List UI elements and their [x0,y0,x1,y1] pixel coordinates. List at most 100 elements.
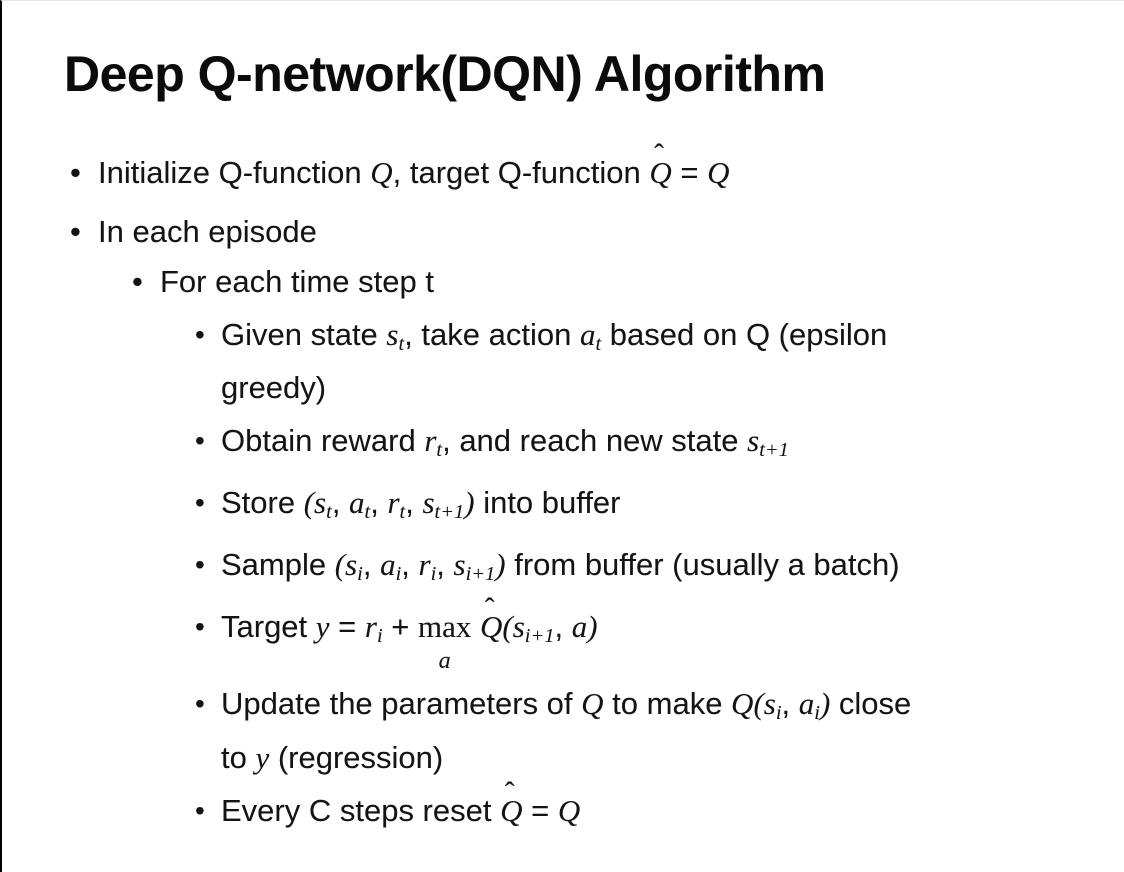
max-word: max [418,609,472,645]
hat-accent: ˆ [484,593,495,626]
math-symbol: s [763,686,776,722]
hat-accent: ˆ [504,776,515,809]
text-run: , target Q-function [392,155,650,190]
text-run: , [370,485,388,521]
math-symbol: ( [502,609,513,645]
math-symbol: s [747,423,760,459]
math-symbol: ) [819,686,831,722]
bullet-item-level-3: • Sample (si, ai, ri, si+1) from buffer (… [195,543,1066,596]
text-run: , [436,547,454,583]
bullet-icon: • [195,487,205,519]
math-symbol: y [255,739,270,775]
text-run: , [554,609,572,645]
text-run: Initialize Q-function [98,155,371,190]
text-run: Given state [221,317,387,352]
text-run: , [405,485,423,521]
math-symbol: ( [303,485,315,521]
bullet-text: For each time step t [160,260,1066,304]
text-run: Obtain reward [221,423,425,459]
math-symbol: ) [464,485,475,521]
text-run: based on Q (epsilon [601,317,888,352]
math-subscript: i [814,702,820,725]
math-symbol: s [345,547,358,583]
bullet-icon: • [195,549,205,581]
math-symbol: s [386,317,399,352]
text-run: Target [221,609,316,645]
math-subscript: t+1 [434,501,465,524]
bullet-icon: • [132,264,143,299]
math-subscript: i [775,702,782,725]
math-subscript: t+1 [759,439,789,462]
text-run: In each episode [98,214,317,249]
bullet-icon: • [195,688,205,720]
text-run: Sample [221,547,335,583]
bullet-icon: • [195,425,205,457]
text-run: , take action [404,317,580,352]
math-symbol: r [418,547,431,583]
bullet-text: Sample (si, ai, ri, si+1) from buffer (u… [221,543,1066,596]
bullet-item-level-2: • For each time step t [132,260,1066,304]
math-symbol: Q [370,155,393,190]
math-subscript: t [399,501,406,524]
math-subscript: t [364,501,371,524]
text-run: + [382,609,418,645]
math-subscript: i [430,563,437,586]
math-subscript: t [398,333,405,356]
bullet-text: Obtain reward rt, and reach new state st… [221,419,1066,472]
bullet-text: In each episode [98,210,1066,254]
bullet-icon: • [70,214,81,249]
text-run: close [830,686,912,722]
bullet-item-level-3: •Store (st, at, rt, st+1) into buffer [195,481,1066,534]
math-symbol: a [571,609,588,645]
math-symbol: ( [753,686,764,722]
math-symbol: r [424,423,437,459]
bullet-list: •Initialize Q-function Q, target Q-funct… [64,140,1066,833]
text-run: greedy) [221,370,327,406]
math-subscript: t [436,439,443,462]
hat-base: Q [480,609,503,645]
math-symbol: r [387,485,400,521]
bullet-icon: • [70,155,81,190]
text-run: (regression) [269,739,444,775]
text-run: Update the parameters of [221,686,582,722]
bullet-text: Update the parameters of Q to make Q(si,… [221,682,1066,779]
text-run: , [362,547,381,583]
math-symbol: s [512,609,525,645]
hat-base: Q [500,792,523,828]
text-run: Store [221,485,304,521]
text-run: = [329,609,365,645]
text-run: , [331,485,350,521]
text-run: = [671,155,708,190]
math-symbol: a [349,485,365,521]
bullet-text: Initialize Q-function Q, target Q-functi… [98,140,1066,195]
text-run: from buffer (usually a batch) [505,547,900,583]
max-underscript: a [438,647,451,675]
math-symbol: s [453,547,466,583]
math-symbol: a [579,317,596,352]
math-symbol: s [314,485,327,521]
math-symbol: a [798,686,815,722]
text-run: = [522,792,558,828]
math-symbol: Q [557,792,581,828]
math-subscript: t [595,333,602,356]
math-symbol: s [422,485,435,521]
bullet-item-level-1: •Initialize Q-function Q, target Q-funct… [70,140,1066,195]
text-run: , and reach new state [442,423,748,459]
math-symbol: a [380,547,396,583]
math-symbol: ) [587,609,598,645]
bullet-item-level-3: •Given state st, take action at based on… [195,313,1066,410]
math-symbol: Q [707,155,730,190]
hat-base: Q [649,155,672,190]
math-symbol: r [364,609,377,645]
math-subscript: i [395,563,402,586]
bullet-item-level-3: • Update the parameters of Q to make Q(si… [195,682,1066,779]
math-symbol: ) [495,547,506,583]
bullet-item-level-3: • Obtain reward rt, and reach new state s… [195,419,1066,472]
math-symbol: Q [731,686,754,722]
